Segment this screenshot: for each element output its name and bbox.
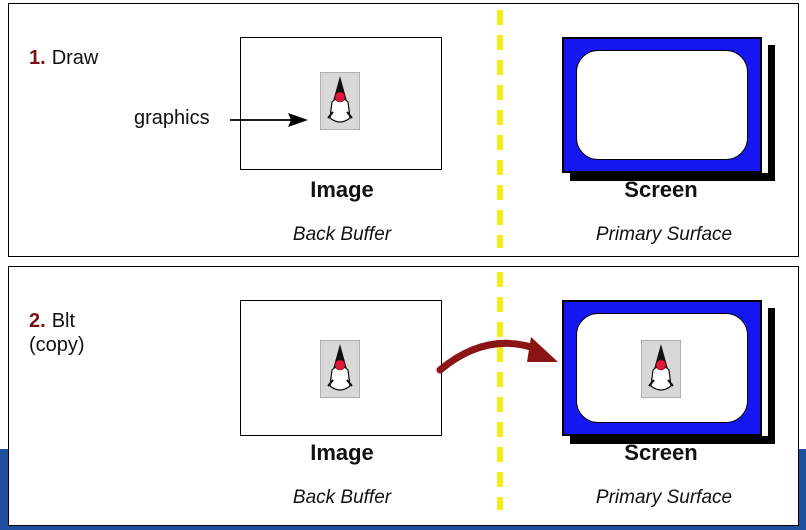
step-blt: 2.Blt (copy) — [29, 309, 85, 357]
curved-arrow-icon — [436, 337, 558, 374]
screen-shadow-right — [768, 308, 775, 444]
screen-title: Screen — [624, 440, 698, 465]
screen-display — [576, 50, 748, 160]
back-buffer-label: Back Buffer — [292, 224, 392, 245]
arrow-right-icon — [230, 113, 308, 127]
step-label: Draw — [51, 47, 99, 69]
screen-shadow-bottom — [570, 173, 775, 181]
step-number: 1. — [29, 47, 46, 69]
step-draw: 1.Draw — [29, 46, 98, 70]
screen-shadow-right — [768, 45, 775, 181]
primary-surface-label: Primary Surface — [595, 487, 733, 508]
back-buffer-label: Back Buffer — [292, 487, 392, 508]
step-number: 2. — [29, 310, 46, 332]
screen-monitor — [562, 37, 762, 173]
step-sublabel: (copy) — [29, 334, 85, 356]
graphics-label: graphics — [134, 107, 210, 129]
screen-title: Screen — [624, 177, 698, 202]
primary-surface-label: Primary Surface — [595, 224, 733, 245]
step-label: Blt — [51, 310, 76, 332]
divider-line — [497, 10, 503, 248]
screen-shadow-bottom — [570, 436, 775, 444]
divider-line — [497, 272, 503, 510]
image-title: Image — [310, 440, 374, 465]
image-title: Image — [310, 177, 374, 202]
